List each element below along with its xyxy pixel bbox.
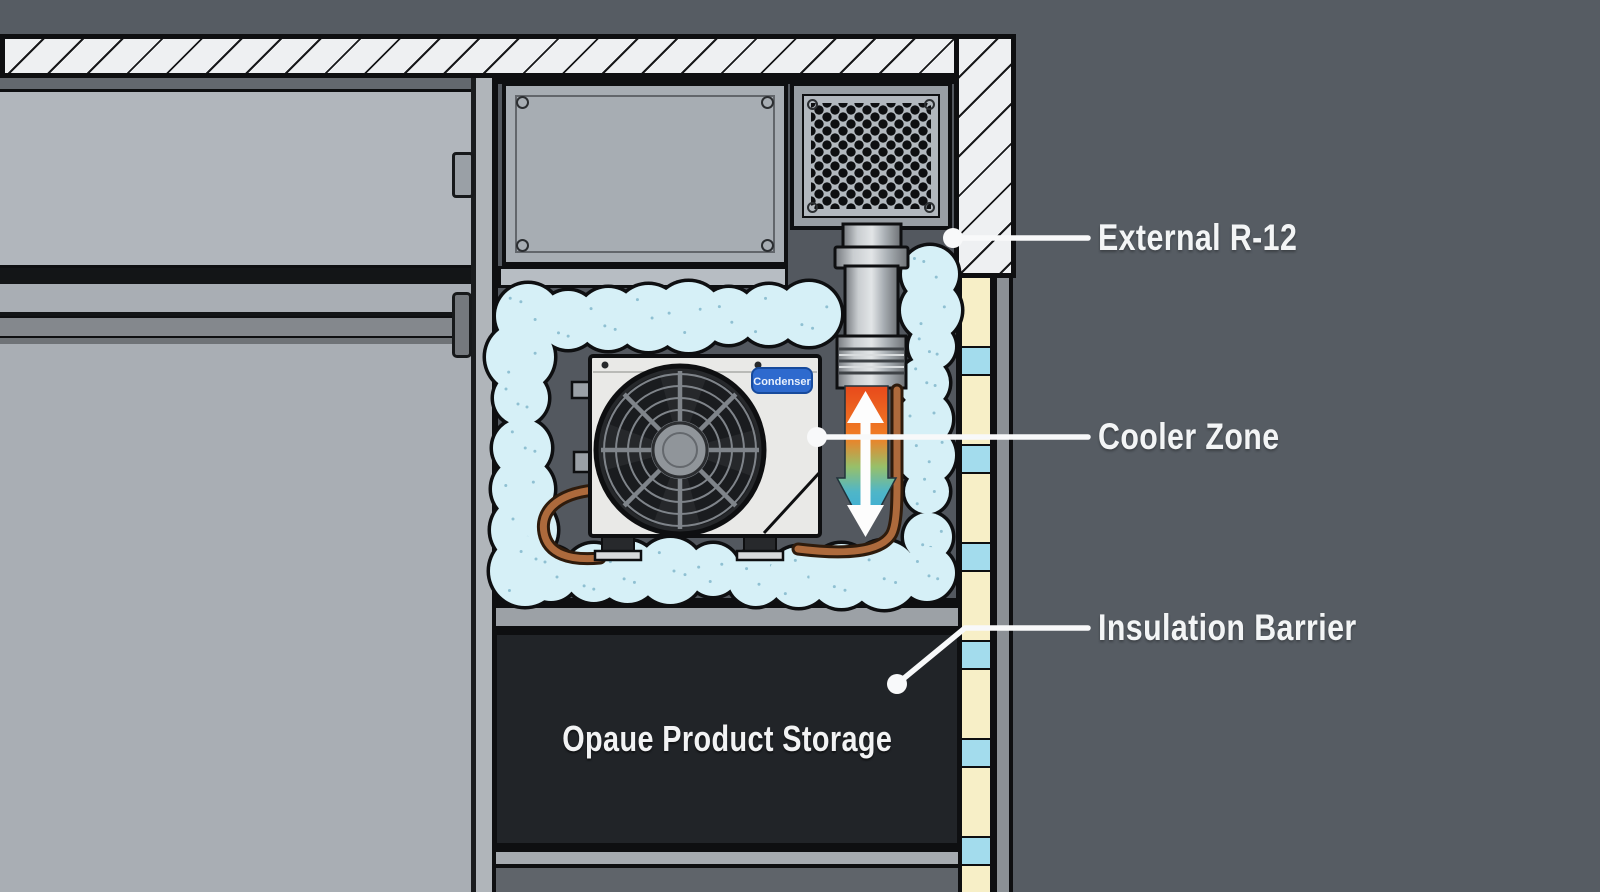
door-rail-shadow bbox=[0, 338, 471, 344]
screw-icon bbox=[924, 99, 935, 110]
vent-perforation-pattern bbox=[811, 103, 931, 209]
left-cabinet-top-strip bbox=[0, 78, 476, 92]
screw-icon bbox=[807, 99, 818, 110]
storage-compartment: Opaue Product Storage bbox=[492, 630, 962, 848]
screw-icon bbox=[761, 239, 774, 252]
label-cooler-zone: Cooler Zone bbox=[1098, 416, 1280, 457]
thin-divider-line bbox=[0, 312, 476, 316]
door-rail bbox=[0, 316, 471, 338]
screw-icon bbox=[516, 96, 529, 109]
vent-grille bbox=[790, 82, 952, 230]
outer-wall-column bbox=[994, 278, 1013, 892]
screw-icon bbox=[761, 96, 774, 109]
storage-label: Opaue Product Storage bbox=[561, 718, 893, 759]
bottom-compartment bbox=[492, 868, 962, 892]
vent-grille-plate bbox=[802, 94, 940, 218]
wall-insulation-hatch bbox=[954, 34, 1016, 278]
screw-icon bbox=[807, 202, 818, 213]
door-handle bbox=[452, 292, 472, 358]
screw-icon bbox=[516, 239, 529, 252]
divider-column bbox=[476, 78, 492, 892]
upper-door-panel bbox=[0, 92, 471, 268]
access-panel bbox=[502, 82, 788, 266]
access-panel-sill bbox=[498, 266, 788, 288]
access-panel-inner-border bbox=[515, 95, 775, 253]
label-external-r12: External R-12 bbox=[1098, 217, 1298, 258]
cooler-floor-shelf bbox=[492, 604, 962, 630]
shelf-gap-band bbox=[0, 268, 476, 284]
lower-door-panel bbox=[0, 344, 471, 892]
door-hinge bbox=[452, 152, 474, 198]
mid-strip bbox=[0, 284, 471, 312]
label-insulation-barrier: Insulation Barrier bbox=[1098, 607, 1357, 648]
lower-shelf bbox=[492, 848, 962, 868]
insulation-barrier-strip bbox=[958, 278, 994, 892]
screw-icon bbox=[924, 202, 935, 213]
ceiling-insulation-hatch bbox=[0, 34, 1016, 78]
door-edge-line bbox=[471, 78, 476, 892]
